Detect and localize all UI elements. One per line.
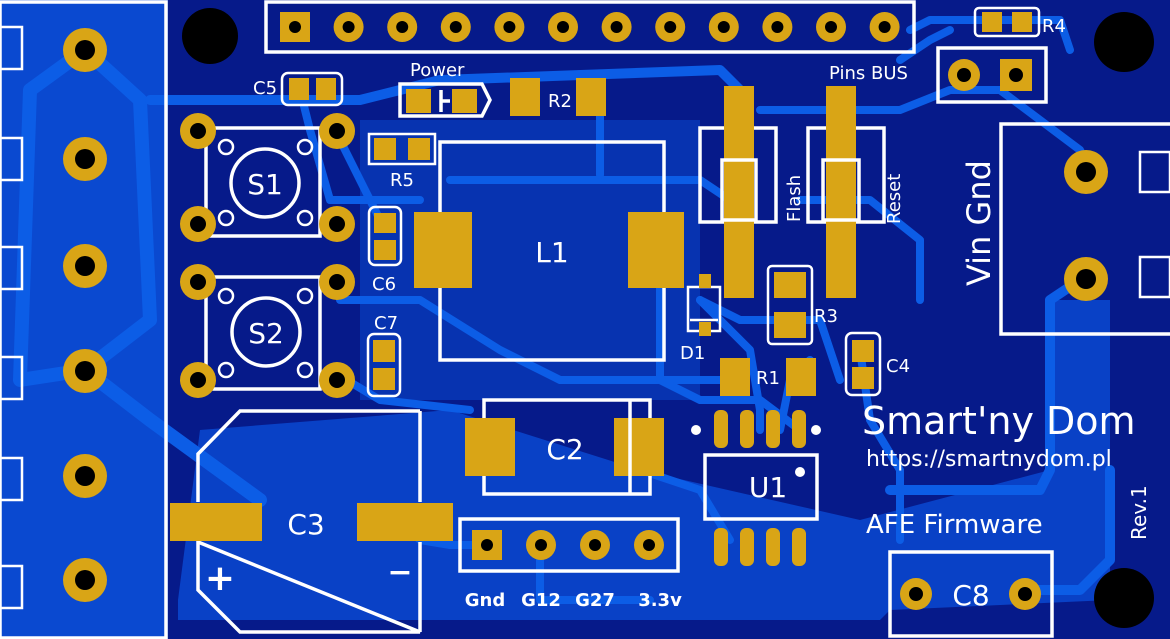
c2-label: C2 — [546, 433, 583, 466]
pins-bus-jumper: Pins BUS — [829, 46, 1048, 104]
r3-resistor: R3 — [766, 264, 838, 346]
d1-label: D1 — [680, 343, 705, 364]
c5-label: C5 — [253, 78, 277, 99]
header-pin-hole — [342, 21, 355, 33]
c8-label: C8 — [952, 579, 989, 612]
pin-label-g12: G12 — [521, 590, 561, 611]
reset-label: Reset — [884, 174, 905, 224]
pin-label-g27: G27 — [575, 590, 615, 611]
brand-url: https://smartnydom.pl — [866, 447, 1112, 472]
flash-label: Flash — [784, 175, 805, 222]
r1-label: R1 — [756, 368, 780, 389]
header-pin-hole — [557, 21, 569, 33]
c7-label: C7 — [374, 313, 398, 334]
c8-capacitor: C8 — [888, 550, 1054, 638]
header-pin-hole — [825, 21, 837, 33]
branding: Smart'ny Dom https://smartnydom.pl AFE F… — [862, 399, 1151, 540]
header-pin-hole — [878, 21, 891, 33]
mounting-holes — [182, 8, 1154, 628]
d1-diode: D1 — [680, 274, 722, 364]
header-pin-hole — [503, 21, 516, 33]
header-pin-hole — [717, 21, 730, 33]
r1-resistor: R1 — [720, 358, 816, 396]
mounting-hole-top-right — [1094, 12, 1154, 72]
header-pin-hole — [610, 21, 623, 33]
c5-capacitor: C5 — [253, 71, 344, 107]
vin-gnd-label: Vin Gnd — [960, 160, 998, 286]
r4-label: R4 — [1042, 16, 1066, 37]
c3-minus-marker: − — [387, 555, 412, 590]
r5-resistor: R5 — [367, 132, 437, 191]
r4-resistor: R4 — [973, 6, 1066, 38]
r2-resistor: R2 — [510, 78, 606, 116]
pins-bus-label: Pins BUS — [829, 63, 908, 84]
c6-capacitor: C6 — [367, 205, 403, 295]
bottom-pin-header: Gnd G12 G27 3.3v — [458, 517, 682, 611]
flash-button: Flash — [698, 86, 805, 298]
u1-chip: U1 — [691, 410, 821, 566]
reset-button: Reset — [806, 86, 905, 298]
s2-switch: S2 — [180, 264, 355, 398]
brand-name: Smart'ny Dom — [862, 399, 1136, 443]
l1-label: L1 — [535, 236, 568, 269]
left-terminal-connector — [0, 0, 168, 639]
c2-capacitor: C2 — [465, 398, 664, 496]
revision-label: Rev.1 — [1127, 485, 1151, 540]
r2-label: R2 — [548, 91, 572, 112]
top-pin-header — [264, 0, 916, 54]
power-led: Power — [398, 60, 492, 118]
header-pin-hole — [449, 21, 462, 33]
c3-label: C3 — [287, 508, 324, 541]
u1-label: U1 — [749, 471, 787, 504]
header-pin-hole — [771, 21, 784, 33]
header-pin-hole — [664, 21, 677, 33]
header-pin-hole — [396, 21, 409, 33]
c3-capacitor: C3 + − — [170, 409, 453, 634]
mounting-hole-top-left — [182, 8, 238, 64]
pin-label-gnd: Gnd — [465, 590, 505, 611]
firmware-label: AFE Firmware — [866, 510, 1043, 540]
l1-inductor: L1 — [414, 140, 684, 362]
power-label: Power — [410, 60, 465, 81]
c4-label: C4 — [886, 356, 910, 377]
vin-gnd-terminal: Vin Gnd — [960, 122, 1170, 336]
r5-label: R5 — [390, 170, 414, 191]
mounting-hole-bottom-right — [1094, 568, 1154, 628]
s1-label: S1 — [247, 168, 283, 201]
s2-label: S2 — [248, 317, 284, 350]
pin-label-3v3: 3.3v — [638, 590, 682, 611]
c4-capacitor: C4 — [844, 331, 910, 397]
c3-plus-marker: + — [205, 558, 235, 599]
c6-label: C6 — [372, 274, 396, 295]
r3-label: R3 — [814, 306, 838, 327]
c7-capacitor: C7 — [366, 313, 402, 398]
s1-switch: S1 — [180, 113, 355, 242]
